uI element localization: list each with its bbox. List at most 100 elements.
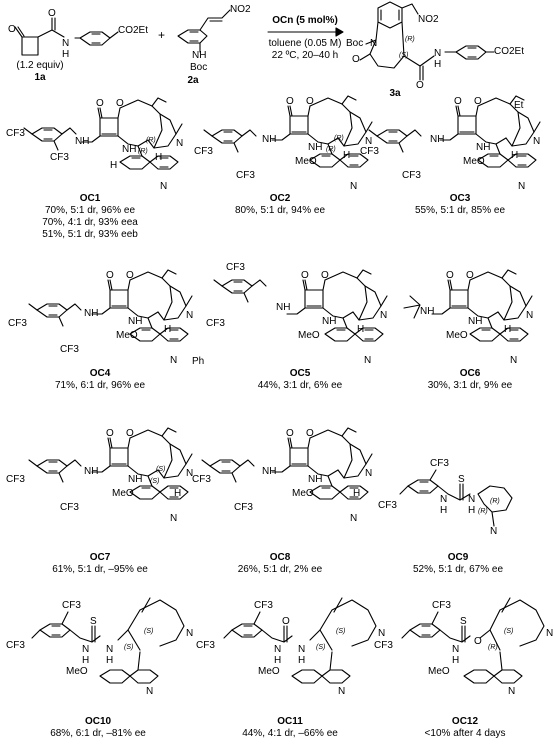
caption-oc1: OC1 70%, 5:1 dr, 96% ee 70%, 4:1 dr, 93%… [42, 193, 138, 240]
atom-meo: MeO [116, 330, 138, 341]
atom-nh: NH [128, 316, 143, 327]
stereo-label: (R) [334, 135, 344, 142]
caption-oc7: OC7 61%, 5:1 dr, –95% ee [52, 552, 148, 575]
product-3a-label: 3a [389, 88, 401, 99]
stereo-label: (S) [156, 466, 166, 473]
atom-nh: NH [308, 474, 323, 485]
atom-nh: NH [468, 316, 483, 327]
oc12-structure [401, 597, 545, 684]
plus-sign: + [158, 28, 166, 42]
atom-n: N [490, 526, 498, 537]
atom-cf3: CF3 [196, 640, 215, 651]
atom-cf3: CF3 [254, 600, 273, 611]
stereo-label: (S) [150, 478, 160, 485]
atom-cf3: CF3 [360, 146, 379, 157]
atom-n: N [546, 628, 554, 639]
atom-n: N [176, 138, 184, 149]
oc10-structure [31, 597, 185, 684]
stereo-label: (R) [326, 146, 336, 153]
atom-h: H [155, 152, 163, 163]
atom-meo: MeO [298, 330, 320, 341]
atom-h: H [511, 150, 519, 161]
caption-oc9: OC9 52%, 5:1 dr, 67% ee [412, 552, 504, 575]
atom-o: O [454, 96, 462, 107]
stereo-label: (R) [138, 148, 148, 155]
atom-o: O [48, 8, 56, 19]
caption-oc12: OC12 <10% after 4 days [424, 716, 506, 739]
atom-cf3: CF3 [378, 500, 397, 511]
atom-o: O [466, 270, 474, 281]
caption-oc3: OC3 55%, 5:1 dr, 85% ee [414, 193, 506, 216]
atom-meo: MeO [66, 666, 88, 677]
atom-nh: NH [420, 306, 435, 317]
atom-nh: NH [122, 144, 137, 155]
atom-nh: NH [192, 50, 207, 61]
atom-n: N [370, 38, 378, 49]
stereo-label: (S) [399, 52, 409, 59]
atom-o: O [8, 24, 16, 35]
atom-meo: MeO [292, 488, 314, 499]
atom-cf3: CF3 [60, 502, 79, 513]
atom-h: H [174, 488, 182, 499]
atom-n: N [186, 628, 194, 639]
atom-h: H [353, 488, 361, 499]
caption-oc10: OC10 68%, 6:1 dr, –81% ee [50, 716, 146, 739]
atom-nh: NH [262, 466, 277, 477]
atom-n: N [170, 513, 178, 524]
atom-n: N [186, 310, 194, 321]
atom-meo: MeO [258, 666, 280, 677]
stereo-label: (S) [124, 644, 134, 651]
atom-meo: MeO [112, 488, 134, 499]
atom-cf3: CF3 [6, 474, 25, 485]
atom-boc: Boc [346, 38, 364, 49]
atom-cf3: CF3 [236, 170, 255, 181]
atom-o: O [352, 54, 360, 65]
caption-oc4: OC4 71%, 6:1 dr, 96% ee [54, 368, 146, 391]
atom-cf3: CF3 [6, 128, 25, 139]
atom-cf3: CF3 [194, 146, 213, 157]
atom-o: O [116, 98, 124, 109]
solvent-label: toluene (0.05 M) [268, 38, 342, 49]
atom-nh: NH [84, 308, 99, 319]
atom-o: O [282, 616, 290, 627]
atom-cf3: CF3 [430, 458, 449, 469]
stereo-label: (R) [490, 498, 500, 505]
atom-n: N [186, 468, 194, 479]
atom-s: S [90, 616, 97, 627]
reagent-2a-label: 2a [187, 75, 199, 86]
atom-cf3: CF3 [402, 170, 421, 181]
atom-o: O [474, 636, 482, 647]
atom-s: S [458, 474, 465, 485]
atom-o: O [446, 270, 454, 281]
atom-n: N [378, 628, 386, 639]
atom-n: N [146, 686, 154, 697]
atom-co2et: CO2Et [118, 25, 149, 36]
atom-cf3: CF3 [374, 640, 393, 651]
atom-o: O [126, 270, 134, 281]
caption-oc2: OC2 80%, 5:1 dr, 94% ee [234, 193, 326, 216]
atom-n: N [350, 513, 358, 524]
atom-cf3: CF3 [50, 152, 69, 163]
atom-nh: NH [262, 134, 277, 145]
atom-cf3: CF3 [226, 262, 245, 273]
atom-nh: NH [84, 466, 99, 477]
caption-oc11: OC11 44%, 4:1 dr, –66% ee [242, 716, 338, 739]
atom-n: N [364, 355, 372, 366]
stereo-label: (S) [504, 628, 514, 635]
atom-n: N [533, 136, 541, 147]
atom-boc: Boc [190, 62, 208, 73]
reagent-1a-label: 1a [34, 72, 46, 83]
atom-ph: Ph [192, 356, 205, 367]
atom-cf3: CF3 [234, 502, 253, 513]
atom-et: Et [514, 100, 524, 111]
atom-n: N [518, 181, 526, 192]
atom-n: N [508, 686, 516, 697]
atom-n: N [160, 181, 168, 192]
atom-o: O [126, 428, 134, 439]
